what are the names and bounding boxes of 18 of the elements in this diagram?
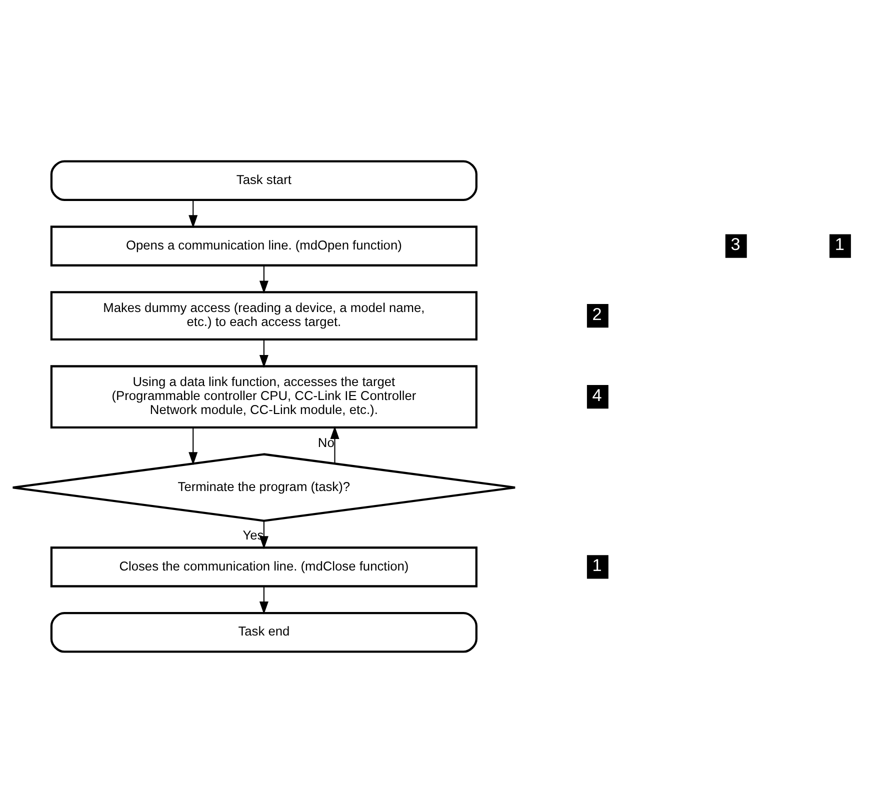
arrow — [330, 426, 340, 463]
node-box: Task start — [50, 160, 478, 200]
edge-label: No — [318, 434, 334, 450]
node-box: Makes dummy access (reading a device, a model name, etc.) to each access target. — [50, 290, 478, 340]
arrow — [259, 339, 268, 368]
label: 3 — [730, 234, 740, 254]
node-box: Opens a communication line. (mdOpen function) — [50, 225, 478, 266]
arrow — [188, 200, 198, 228]
label: 1 — [592, 554, 602, 575]
arrow — [259, 586, 268, 614]
label: 4 — [592, 384, 602, 404]
label: 1 — [834, 234, 844, 254]
arrow — [188, 427, 198, 465]
node-box: Using a data link function, accesses the target (Programmable controller CPU, CC-Link IE Controller Network module, CC-Link module, etc.). — [50, 364, 478, 428]
node-box: Closes the communication line. (mdClose function) — [50, 546, 478, 587]
arrow — [259, 265, 268, 294]
node-box: Task end — [50, 612, 478, 652]
label: 2 — [592, 303, 602, 324]
